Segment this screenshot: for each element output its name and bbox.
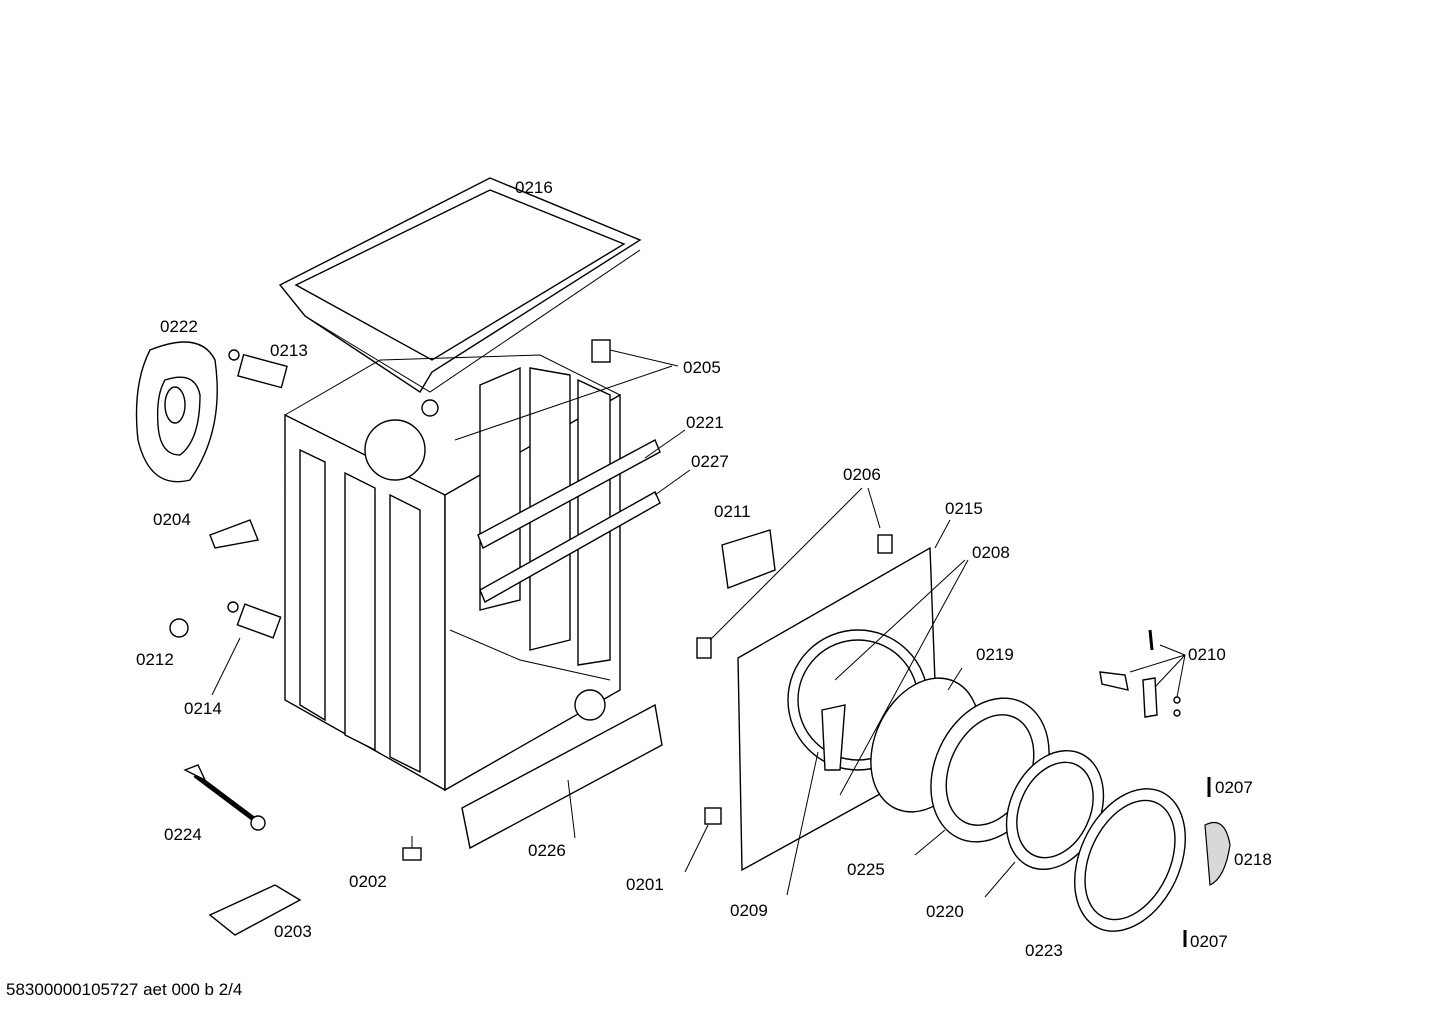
foot-cap-0212-part[interactable]	[169, 618, 189, 638]
leader-lines	[211, 349, 1186, 898]
callout-0203: 0203	[274, 922, 312, 941]
callout-0220: 0220	[926, 902, 964, 921]
clip-0205-part[interactable]	[591, 339, 611, 363]
callout-0208: 0208	[972, 543, 1010, 562]
callout-0219: 0219	[976, 645, 1014, 664]
spanner-0224-part[interactable]	[183, 764, 266, 831]
callout-0221: 0221	[686, 413, 724, 432]
callout-0201: 0201	[626, 875, 664, 894]
door-lock-0211-part[interactable]	[721, 529, 776, 589]
callout-0215: 0215	[945, 499, 983, 518]
callout-0210: 0210	[1188, 645, 1226, 664]
kickplate-part[interactable]	[461, 703, 663, 850]
document-id-footer: 58300000105727 aet 000 b 2/4	[6, 980, 243, 999]
cross-rail-part[interactable]	[477, 439, 661, 549]
callout-0214: 0214	[184, 699, 222, 718]
callout-0207-upper: 0207	[1215, 778, 1253, 797]
callout-0226: 0226	[528, 841, 566, 860]
clip-0206a-part[interactable]	[696, 637, 712, 659]
callout-0225: 0225	[847, 860, 885, 879]
callout-0206: 0206	[843, 465, 881, 484]
callout-0218: 0218	[1234, 850, 1272, 869]
lower-rail-part[interactable]	[479, 491, 661, 603]
callout-0209: 0209	[730, 901, 768, 920]
door-glass-0220-part[interactable]	[988, 735, 1122, 885]
foot-0202-part[interactable]	[402, 836, 422, 861]
clip-0206b-part[interactable]	[877, 534, 893, 554]
callout-0223: 0223	[1025, 941, 1063, 960]
callout-0216: 0216	[515, 178, 553, 197]
damper-0214-part[interactable]	[227, 601, 282, 639]
plug-0201-part[interactable]	[704, 807, 722, 825]
bracket-0204-part[interactable]	[209, 519, 259, 549]
callout-0211: 0211	[714, 502, 751, 521]
plate-0203-part[interactable]	[208, 884, 302, 936]
top-cover-part[interactable]	[278, 177, 642, 393]
rear-cover-part[interactable]	[135, 341, 218, 483]
handle-0218-part[interactable]	[1204, 821, 1231, 886]
callout-0213: 0213	[270, 341, 308, 360]
callout-0227: 0227	[691, 452, 729, 471]
shock-absorber-part[interactable]	[228, 349, 288, 389]
callout-0204: 0204	[153, 510, 191, 529]
callout-0202: 0202	[349, 872, 387, 891]
callout-0205: 0205	[683, 358, 721, 377]
hinge-0210-part[interactable]	[1099, 629, 1181, 718]
door-frame-0223-part[interactable]	[1053, 771, 1207, 949]
cabinet-housing-part	[284, 354, 621, 792]
callout-0207-lower: 0207	[1190, 932, 1228, 951]
callout-0222: 0222	[160, 317, 198, 336]
callout-0212: 0212	[136, 650, 174, 669]
callout-0224: 0224	[164, 825, 202, 844]
